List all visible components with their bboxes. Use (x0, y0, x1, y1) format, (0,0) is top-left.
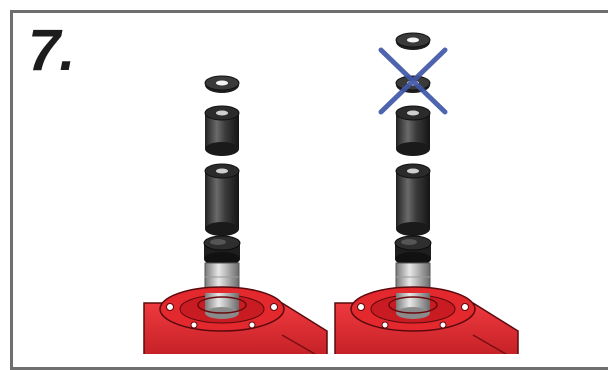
instruction-panel: 7. (0, 0, 608, 354)
assembly-incorrect (335, 33, 518, 354)
assembly-illustration (0, 0, 608, 354)
cross-mark-icon (381, 50, 445, 112)
assembly-correct (144, 76, 327, 354)
extra-washer (396, 33, 430, 50)
